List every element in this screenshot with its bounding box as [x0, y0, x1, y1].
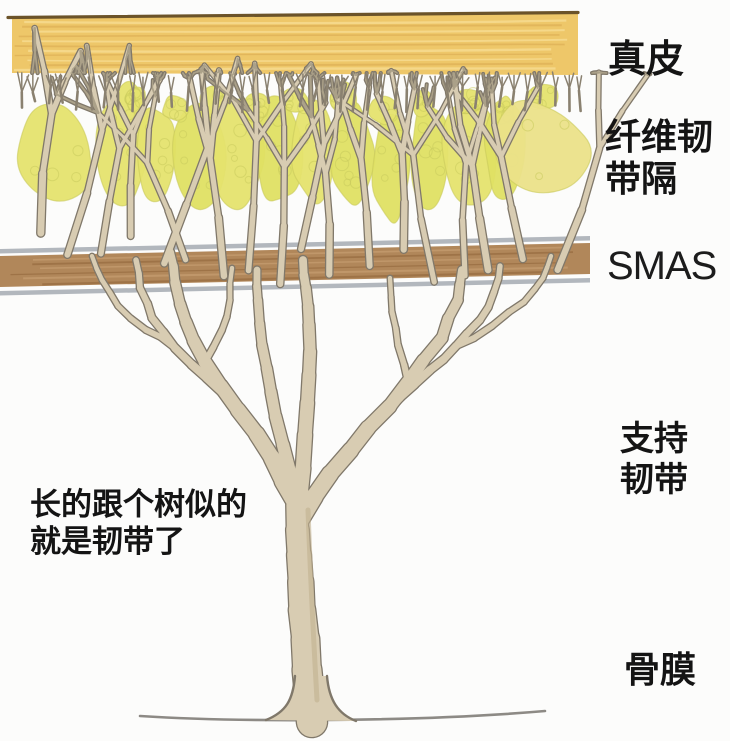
label-dermis: 真皮: [608, 38, 684, 82]
label-periosteum: 骨膜: [624, 649, 696, 691]
label-retaining-line1: 支持: [620, 420, 688, 458]
annotation-line1: 长的跟个树似的: [30, 487, 247, 522]
label-dermis-text: 真皮: [608, 39, 685, 81]
annotation-tree-ligament: 长的跟个树似的 就是韧带了: [30, 486, 247, 560]
label-periosteum-text: 骨膜: [624, 649, 697, 690]
label-smas: SMAS: [607, 243, 717, 289]
label-retaining-ligament: 支持 韧带: [620, 419, 688, 501]
label-retaining-line2: 韧带: [620, 461, 688, 499]
label-smas-text: SMAS: [607, 244, 717, 288]
label-fibrous-septa-line1: 纤维韧: [605, 116, 714, 157]
label-fibrous-septa-line2: 带隔: [605, 158, 678, 199]
label-fibrous-septa: 纤维韧 带隔: [605, 116, 713, 200]
annotation-line2: 就是韧带了: [30, 524, 185, 559]
